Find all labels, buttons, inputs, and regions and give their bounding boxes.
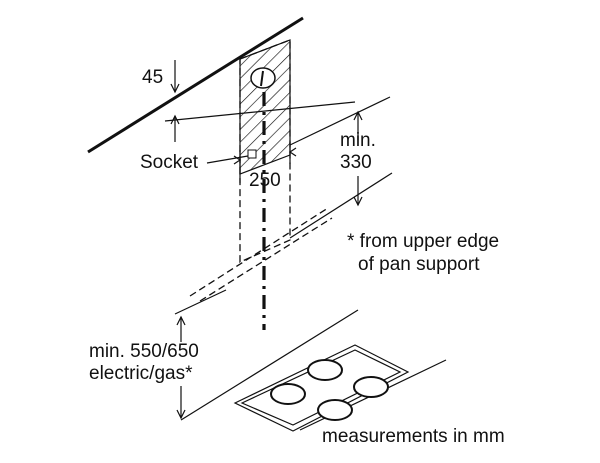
clearance-label-line1: min. 550/650 — [89, 341, 199, 362]
dim-330-arrowhead-top — [353, 110, 363, 121]
clearance-arrowhead-top — [176, 315, 186, 326]
clearance-label-line2: electric/gas* — [89, 363, 193, 384]
dim-330-label-line1: min. — [340, 130, 376, 151]
dim-250-arrowhead-left — [233, 155, 242, 165]
dim-45-arrowhead-bottom — [170, 114, 180, 125]
note-line-1: * from upper edge — [347, 231, 499, 252]
clearance-extension — [174, 289, 227, 315]
dim-330-arrowhead-bottom — [353, 196, 363, 207]
dim-330-top-extension — [289, 96, 391, 146]
burner-icon — [317, 399, 353, 421]
dim-330-label-line2: 330 — [340, 152, 372, 173]
units-note: measurements in mm — [322, 426, 505, 447]
hood-lower-edge-1 — [189, 207, 329, 297]
worktop-front-edge — [180, 309, 359, 421]
burner-icon — [307, 359, 343, 381]
dim-330-bottom-extension — [289, 172, 393, 239]
note-line-2: of pan support — [358, 254, 480, 275]
dim-250-arrowhead-right — [288, 147, 297, 157]
hood-lower-edge-2 — [199, 217, 333, 302]
dim-45-label: 45 — [142, 67, 163, 88]
socket-icon — [247, 149, 257, 159]
socket-label: Socket — [140, 152, 199, 173]
dim-250-label: 250 — [249, 170, 281, 191]
burner-icon — [270, 383, 306, 405]
clearance-arrowhead-bottom — [176, 409, 186, 420]
ceiling-line — [87, 16, 304, 154]
dim-45-arrowhead-top — [170, 83, 180, 94]
socket-leader — [206, 155, 249, 164]
duct-opening-mark — [260, 70, 264, 87]
chimney-outline — [239, 39, 291, 263]
burner-icon — [353, 376, 389, 398]
